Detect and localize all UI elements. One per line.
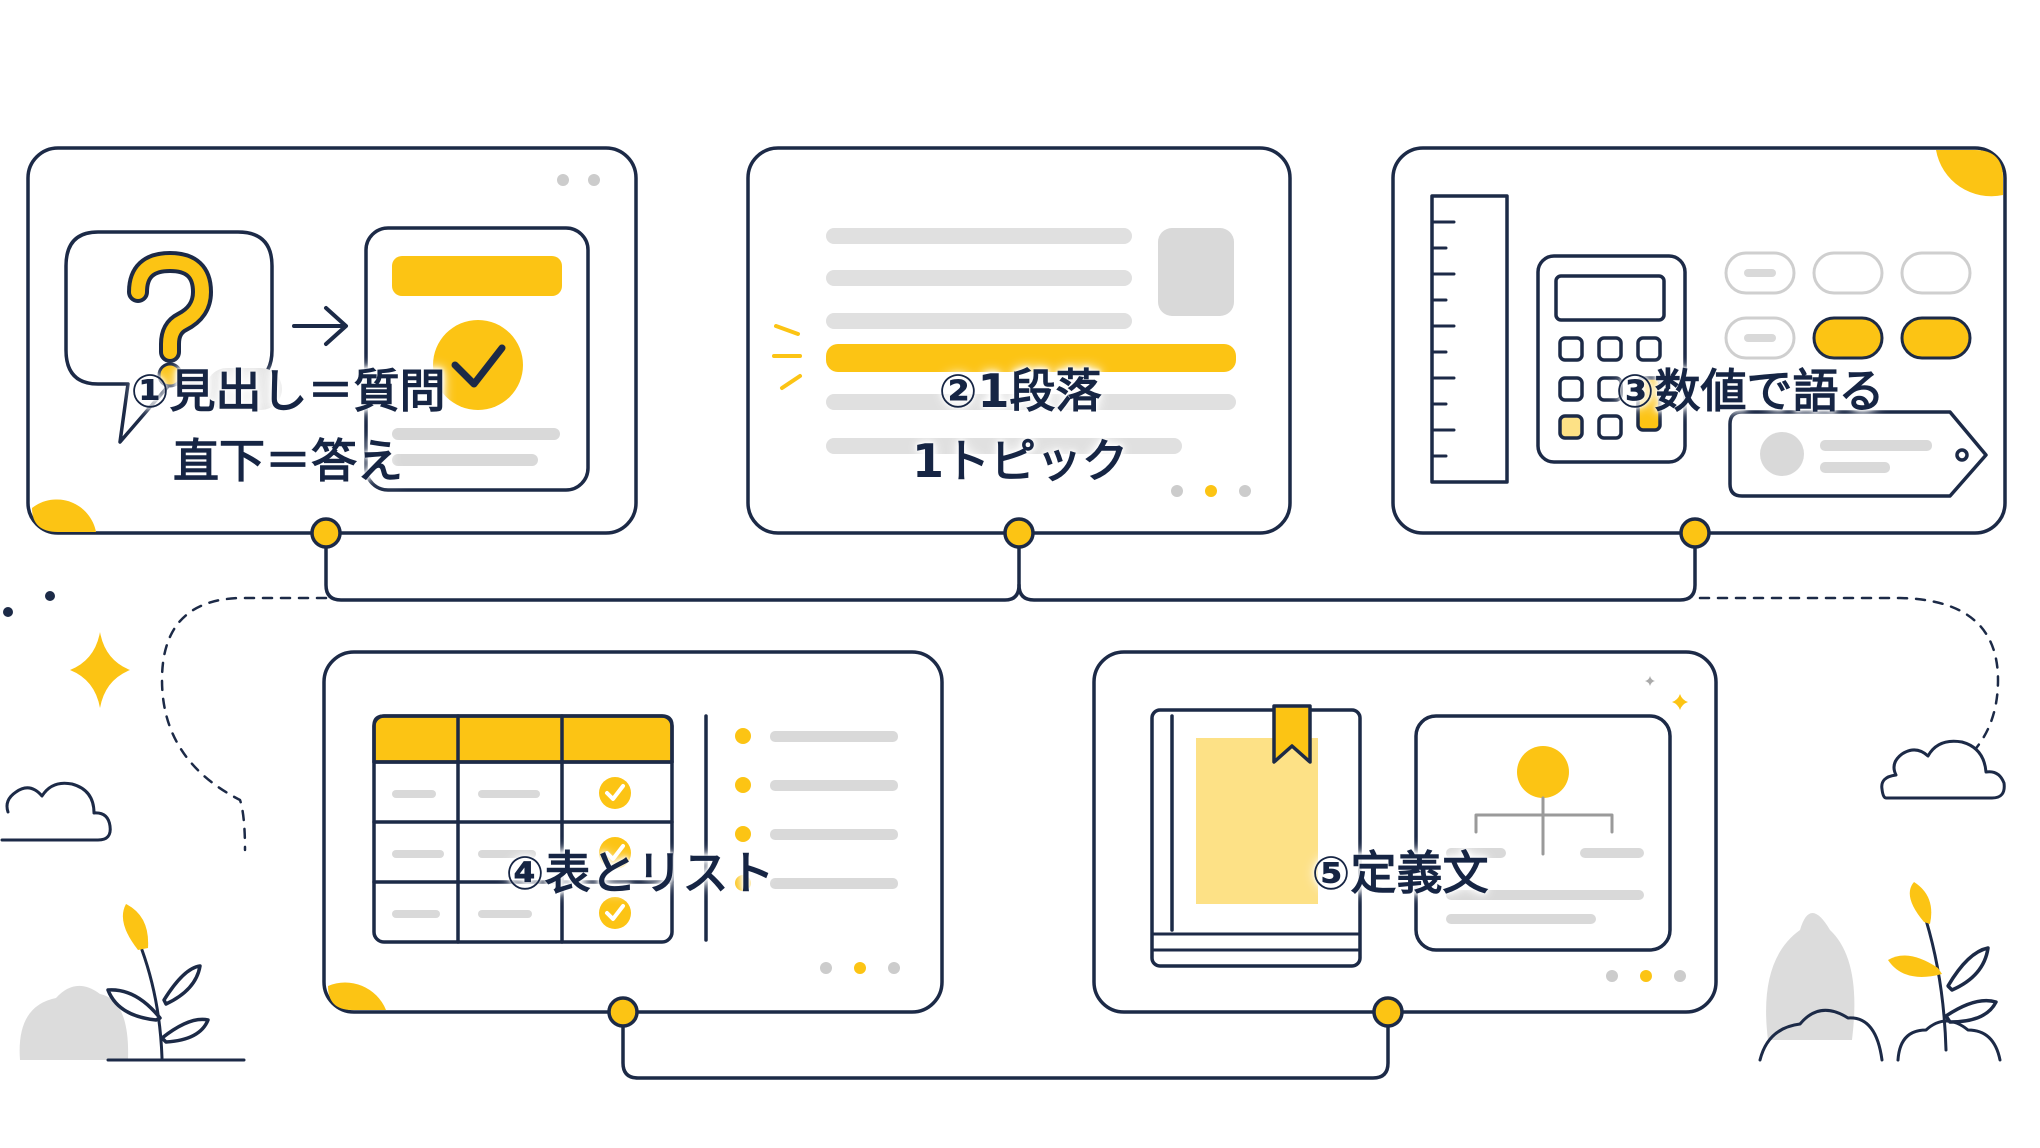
cloud-icon xyxy=(1880,739,2006,800)
ruler-icon xyxy=(1430,194,1509,484)
card-3-label-line-1: ③数値で語る xyxy=(1615,364,1885,418)
question-mark-icon xyxy=(127,251,213,388)
card-1-label-line-1: ①見出し＝質問 xyxy=(130,364,446,418)
calculator-icon xyxy=(1536,254,1687,464)
sparkle-icon xyxy=(70,632,130,708)
tag-icon xyxy=(1728,410,1988,498)
cloud-icon xyxy=(0,781,112,842)
connector-lines xyxy=(160,531,2000,1080)
decorations xyxy=(0,591,2006,1062)
card-2-label-line-1: ②1段落 xyxy=(938,364,1102,418)
book-icon xyxy=(1150,708,1362,968)
bullet-list-icon xyxy=(735,728,898,891)
card-headline-question xyxy=(26,146,638,535)
card-5-label-line-1: ⑤定義文 xyxy=(1311,846,1489,900)
card-2-label: ②1段落 1トピック xyxy=(820,356,1220,496)
card-one-paragraph xyxy=(746,146,1292,535)
card-5-label: ⑤定義文 xyxy=(1220,838,1580,908)
arrow-right-icon xyxy=(292,306,348,346)
plant-icon xyxy=(106,904,246,1062)
highlight-spark-icon xyxy=(772,324,802,390)
card-1-label: ①見出し＝質問 直下＝答え xyxy=(78,356,498,496)
sparkle-icon xyxy=(1645,676,1688,710)
check-circle-icon xyxy=(599,777,631,929)
bookmark-icon xyxy=(1272,704,1312,764)
card-1-label-line-2: 直下＝答え xyxy=(173,434,403,488)
bush-icon xyxy=(19,913,2002,1062)
pill-buttons-group xyxy=(1724,251,1972,360)
card-3-label: ③数値で語る xyxy=(1570,356,1930,426)
plant-icon xyxy=(1888,882,1998,1052)
check-circle-icon xyxy=(433,320,523,410)
org-chart-icon xyxy=(1414,714,1672,952)
card-speak-with-numbers xyxy=(1391,146,2007,535)
card-tables-and-lists xyxy=(322,650,944,1014)
connector-nodes xyxy=(310,517,1711,1028)
card-2-label-line-2: 1トピック xyxy=(911,434,1128,488)
card-4-label-line-1: ④表とリスト xyxy=(505,846,775,900)
card-4-label: ④表とリスト xyxy=(440,838,840,908)
card-definition-sentence xyxy=(1092,650,1718,1014)
table-icon xyxy=(372,714,674,944)
